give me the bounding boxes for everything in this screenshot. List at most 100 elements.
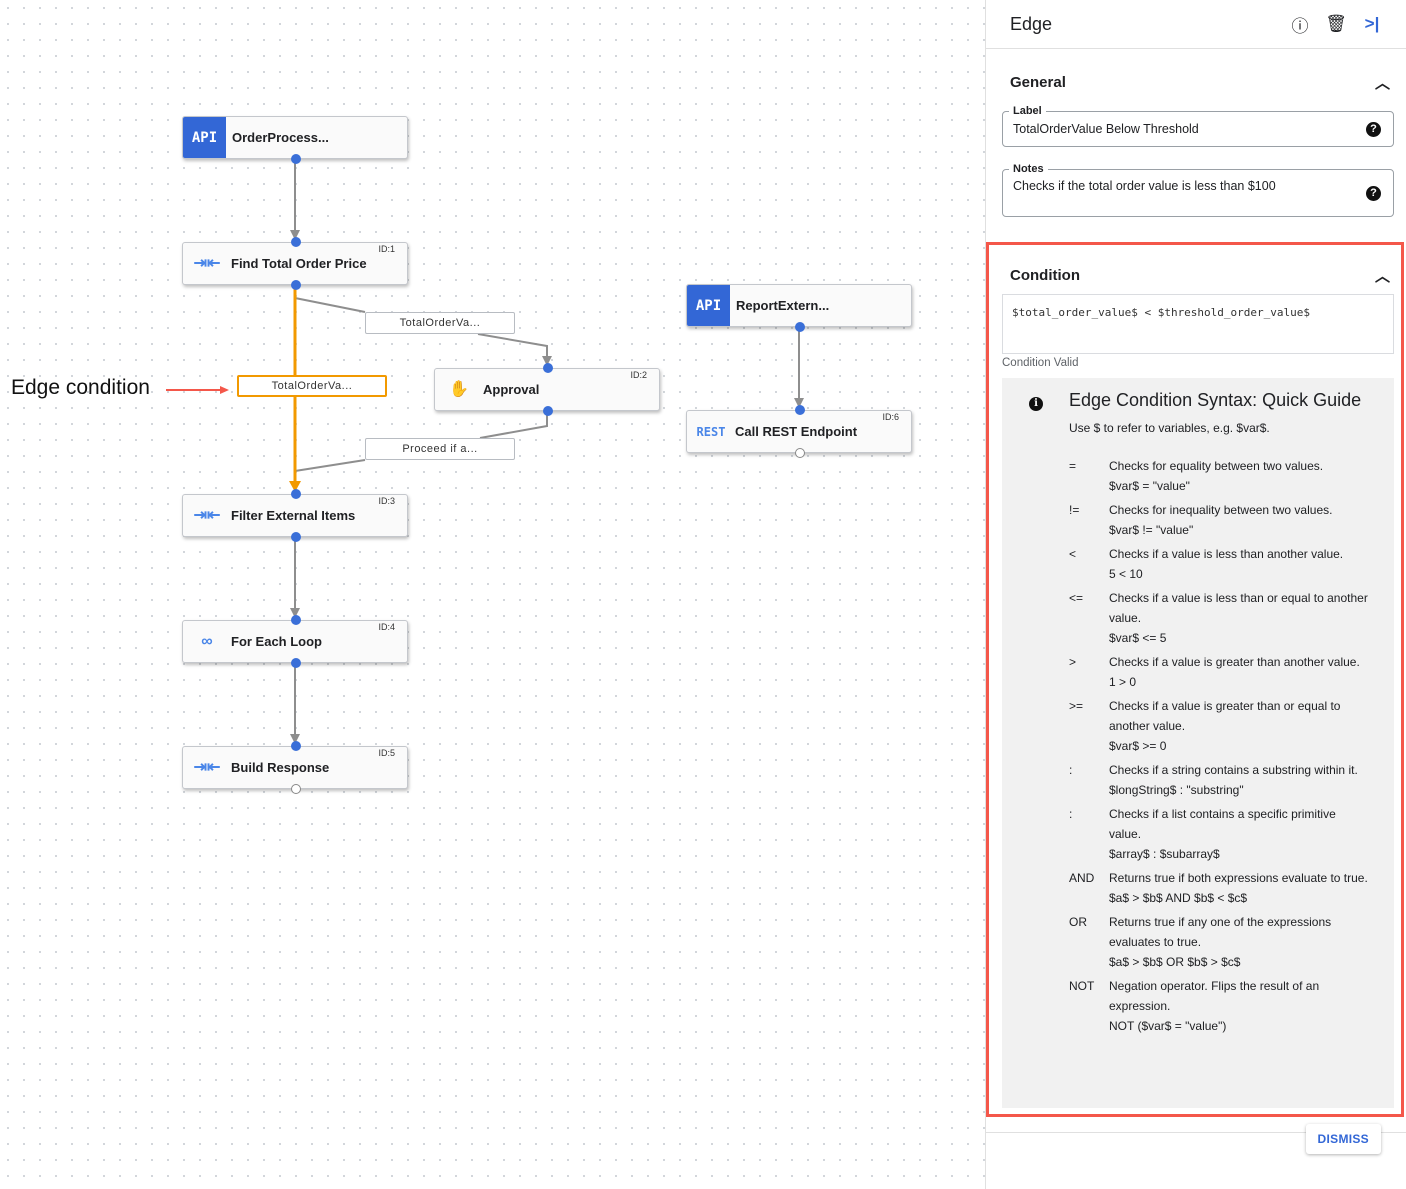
panel-title: Edge <box>1010 13 1053 34</box>
node-title: ReportExtern... <box>736 297 830 313</box>
output-port-empty[interactable] <box>795 448 805 458</box>
help-filled-icon[interactable]: ? <box>1366 122 1381 137</box>
operator-description: Checks if a list contains a specific pri… <box>1109 807 1336 841</box>
collapse-panel-icon[interactable]: >| <box>1364 14 1380 33</box>
operator-row: OR Returns true if any one of the express… <box>1069 912 1371 972</box>
operator-description: Checks if a string contains a substring … <box>1109 763 1358 777</box>
output-port[interactable] <box>291 154 301 164</box>
operator-row: >=Checks if a value is greater than or e… <box>1069 696 1371 756</box>
edge-find-total-to-approval[interactable] <box>294 297 552 366</box>
data-mapping-icon: ⇥⇤ <box>193 758 221 776</box>
operator-example: 1 > 0 <box>1109 675 1137 689</box>
label-input[interactable]: TotalOrderValue Below Threshold <box>1013 122 1199 136</box>
operator-row: : Checks if a list contains a specific pr… <box>1069 804 1371 864</box>
input-port[interactable] <box>795 405 805 415</box>
notes-field[interactable]: Notes Checks if the total order value is… <box>1002 162 1394 217</box>
operator-example: $a$ > $b$ AND $b$ < $c$ <box>1109 891 1248 905</box>
output-port[interactable] <box>291 532 301 542</box>
node-id: ID:6 <box>882 412 899 422</box>
condition-input[interactable]: $total_order_value$ < $threshold_order_v… <box>1002 294 1394 354</box>
node-for-each-loop[interactable]: ∞ For Each Loop ID:4 <box>182 615 408 668</box>
edge-label[interactable]: TotalOrderVa... <box>365 312 515 334</box>
general-section-header[interactable]: General ︿ <box>986 72 1406 93</box>
output-port[interactable] <box>291 280 301 290</box>
annotation-edge-condition: Edge condition <box>11 376 150 399</box>
guide-subtitle: Use $ to refer to variables, e.g. $var$. <box>1069 421 1270 435</box>
delete-icon[interactable]: 🗑 <box>1325 14 1347 33</box>
operator-description: Checks if a value is less than or equal … <box>1109 591 1368 625</box>
operator: : <box>1069 807 1073 821</box>
edge-orderprocess-to-find-total[interactable] <box>290 159 300 240</box>
node-approval[interactable]: ✋ Approval ID:2 <box>434 363 660 416</box>
edge-filter-to-loop[interactable] <box>290 537 300 618</box>
api-icon: API <box>183 117 226 158</box>
operator-description: Checks for equality between two values. <box>1109 459 1324 473</box>
section-title: Condition <box>1010 267 1080 284</box>
help-icon[interactable]: ⓘ <box>1291 16 1309 36</box>
operator-description: Negation operator. Flips the result of a… <box>1109 979 1320 1013</box>
output-port[interactable] <box>291 658 301 668</box>
operator-row: !=Checks for inequality between two valu… <box>1069 500 1371 540</box>
node-orderprocess[interactable]: API OrderProcess... <box>182 116 408 164</box>
edge-properties-panel: Edge ⓘ 🗑 >| General ︿ Label TotalOrderVa… <box>985 0 1406 1189</box>
operator-list: =Checks for equality between two values.… <box>1069 456 1371 1036</box>
node-filter-external-items[interactable]: ⇥⇤ Filter External Items ID:3 <box>182 489 408 542</box>
edge-label-selected[interactable]: TotalOrderVa... <box>237 375 387 397</box>
chevron-up-icon[interactable]: ︿ <box>1374 75 1390 92</box>
input-port[interactable] <box>291 489 301 499</box>
output-port-empty[interactable] <box>291 784 301 794</box>
node-title: Build Response <box>231 759 330 775</box>
api-icon: API <box>687 285 730 326</box>
operator: : <box>1069 763 1073 777</box>
operator-example: NOT ($var$ = "value") <box>1109 1019 1227 1033</box>
edge-approval-to-filter[interactable] <box>294 411 548 472</box>
edge-loop-to-build[interactable] <box>290 663 300 744</box>
operator-description: Returns true if both expressions evaluat… <box>1109 871 1368 885</box>
edge-label[interactable]: Proceed if a... <box>365 438 515 460</box>
node-reportextern[interactable]: API ReportExtern... <box>686 284 912 332</box>
integration-canvas[interactable]: API OrderProcess... ⇥⇤ Find Total Order … <box>0 0 985 1189</box>
node-call-rest-endpoint[interactable]: REST Call REST Endpoint ID:6 <box>686 405 912 458</box>
input-port[interactable] <box>291 615 301 625</box>
label-field[interactable]: Label TotalOrderValue Below Threshold ? <box>1002 104 1394 147</box>
node-id: ID:3 <box>378 496 395 506</box>
operator: > <box>1069 655 1077 669</box>
node-id: ID:5 <box>378 748 395 758</box>
input-port[interactable] <box>543 363 553 373</box>
node-build-response[interactable]: ⇥⇤ Build Response ID:5 <box>182 741 408 794</box>
section-title: General <box>1010 74 1066 91</box>
help-filled-icon[interactable]: ? <box>1366 186 1381 201</box>
node-title: Call REST Endpoint <box>735 423 858 439</box>
chevron-up-icon[interactable]: ︿ <box>1374 268 1390 285</box>
operator-row: =Checks for equality between two values.… <box>1069 456 1371 496</box>
operator-description: Checks if a value is greater than anothe… <box>1109 655 1360 669</box>
output-port[interactable] <box>543 406 553 416</box>
node-id: ID:2 <box>630 370 647 380</box>
operator-row: : Checks if a string contains a substring… <box>1069 760 1371 800</box>
node-title: Find Total Order Price <box>231 255 367 271</box>
dismiss-button[interactable]: DISMISS <box>1305 1124 1381 1154</box>
operator-row: <= Checks if a value is less than or equa… <box>1069 588 1371 648</box>
node-find-total-order-price[interactable]: ⇥⇤ Find Total Order Price ID:1 <box>182 237 408 290</box>
operator: OR <box>1069 915 1087 929</box>
notes-textarea[interactable]: Checks if the total order value is less … <box>1013 179 1276 193</box>
output-port[interactable] <box>795 322 805 332</box>
operator-example: $var$ = "value" <box>1109 479 1190 493</box>
operator-description: Returns true if any one of the expressio… <box>1109 915 1332 949</box>
operator-description: Checks if a value is less than another v… <box>1109 547 1344 561</box>
notes-legend: Notes <box>1009 162 1048 176</box>
operator-example: $var$ >= 0 <box>1109 739 1167 753</box>
edge-report-to-rest[interactable] <box>794 327 804 408</box>
label-legend: Label <box>1009 104 1046 118</box>
condition-section-header[interactable]: Condition ︿ <box>986 265 1406 286</box>
input-port[interactable] <box>291 237 301 247</box>
operator: <= <box>1069 591 1084 605</box>
data-mapping-icon: ⇥⇤ <box>193 254 221 272</box>
annotation-arrow <box>166 386 229 394</box>
loop-icon: ∞ <box>201 632 213 650</box>
input-port[interactable] <box>291 741 301 751</box>
operator: != <box>1069 503 1080 517</box>
rest-icon: REST <box>696 424 726 439</box>
